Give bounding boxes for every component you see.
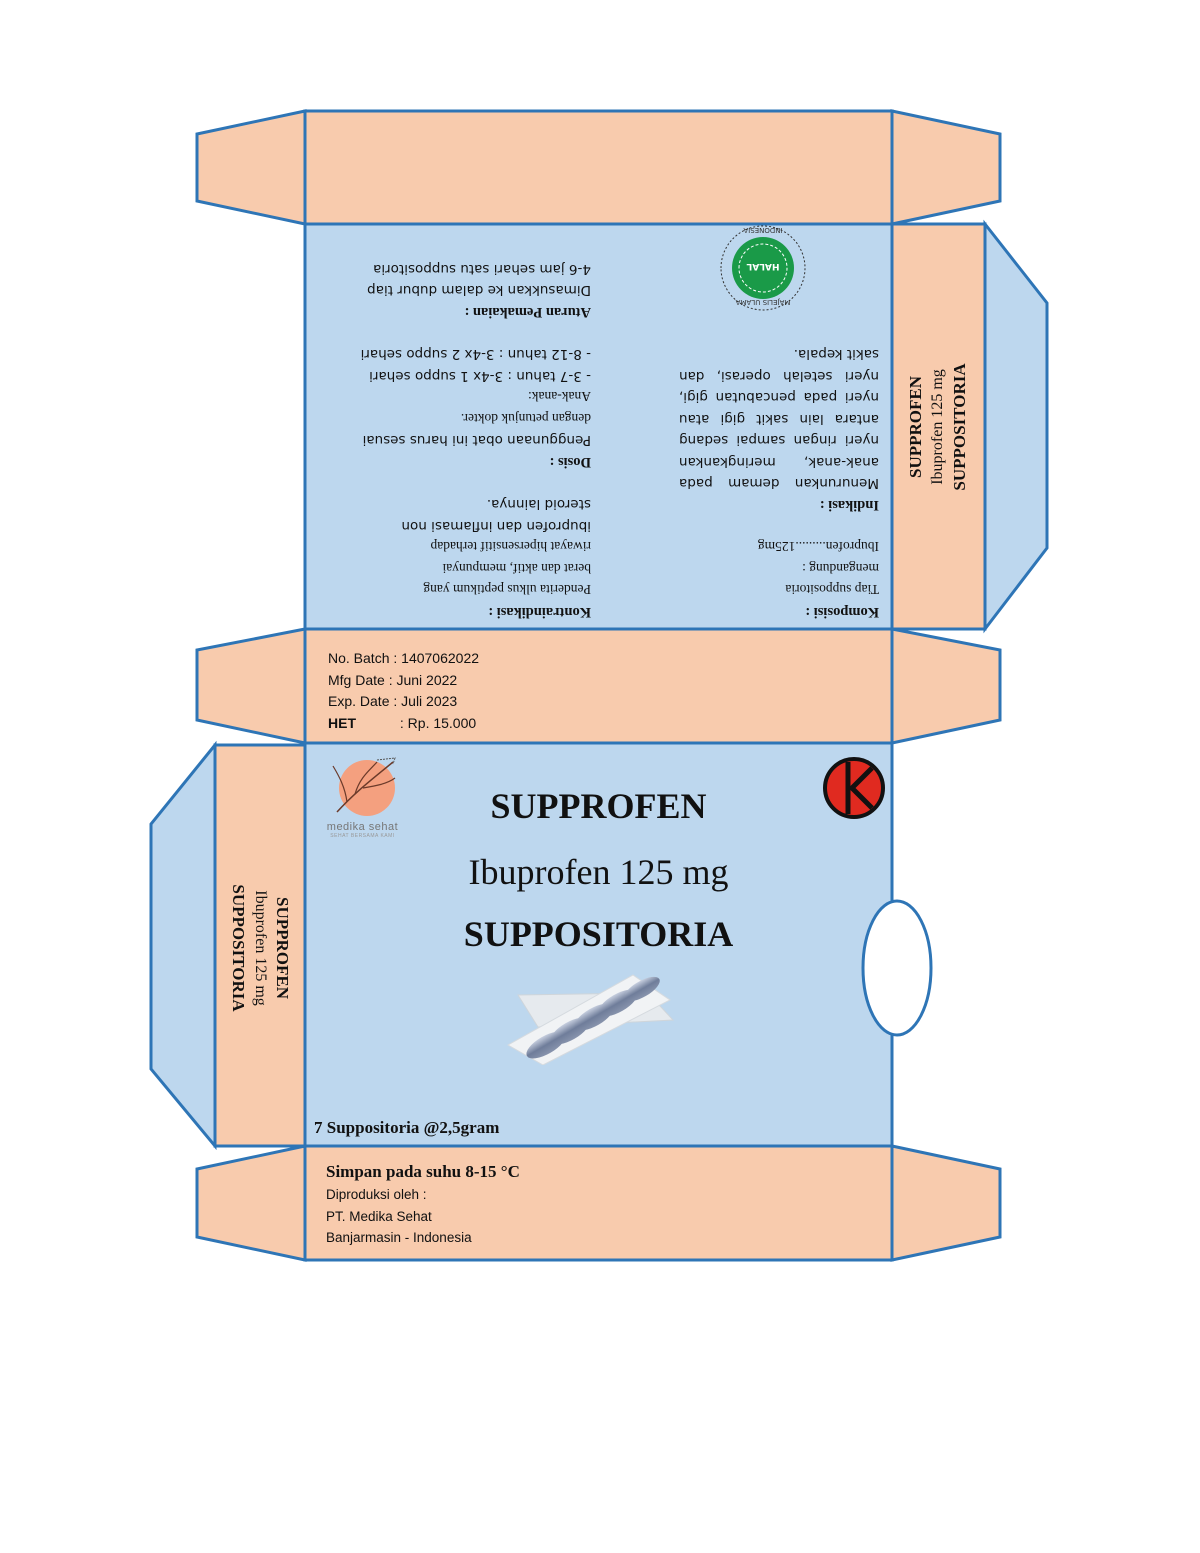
komposisi-line: Ibuprofen.........125mg <box>757 539 879 555</box>
pack-size: 7 Suppositoria @2,5gram <box>314 1118 500 1137</box>
thumb-notch <box>861 899 933 1037</box>
indikasi-heading: Indikasi : <box>819 497 879 513</box>
left-glue-tab <box>149 740 217 1151</box>
indikasi-line: Menurunkan demam pada <box>679 475 879 492</box>
svg-text:HALAL: HALAL <box>746 261 779 271</box>
blister-pack-icon <box>506 974 675 1066</box>
komposisi-line: mengandung : <box>802 561 879 576</box>
side-strength: Ibuprofen 125 mg <box>929 369 946 485</box>
left-side-panel-text: SUPPROFEN Ibuprofen 125 mg SUPPOSITORIA <box>227 884 293 1011</box>
dosis-line: - 8-12 tahun : 3-4x 2 suppo sehari <box>360 346 591 363</box>
bottom-flap-info: Simpan pada suhu 8-15 °C Diproduksi oleh… <box>326 1160 520 1249</box>
back-column-usage: Kontraindikasi : Penderita ulkus peptiku… <box>321 258 591 623</box>
side-form: SUPPOSITORIA <box>229 884 248 1012</box>
dosis-line: - 3-7 tahun : 3-4x 1 suppo sehari <box>369 368 591 384</box>
batch-info: No. Batch : 1407062022 Mfg Date : Juni 2… <box>328 648 479 734</box>
product-image <box>498 965 678 1066</box>
indikasi-line: nyeri pada pencabutan gigi, <box>679 389 879 406</box>
indikasi-line: nyeri setelah operasi, dan <box>679 368 879 384</box>
mfg-label: Mfg Date <box>328 671 385 688</box>
dosis-line: Anak-anak: <box>528 389 591 405</box>
company-logo-text: medika sehat <box>326 821 399 833</box>
side-form: SUPPOSITORIA <box>950 363 969 491</box>
komposisi-line: Tiap suppositoria <box>785 582 879 598</box>
kontraindikasi-line: steroid lainnya. <box>486 496 591 513</box>
top-lid-flap-left <box>195 109 307 226</box>
product-form: SUPPOSITORIA <box>463 914 734 954</box>
leaf-logo-icon <box>332 757 396 816</box>
left-side-panel-shape <box>213 743 307 1148</box>
batch-number-row: No. Batch : 1407062022 <box>328 648 479 670</box>
back-panel: Komposisi : Tiap suppositoria mengandung… <box>306 225 891 628</box>
bottom-flap-left <box>195 1144 307 1262</box>
aturan-line: Dimasukkan ke dalam dubur tiap <box>367 282 591 299</box>
indikasi-line: antara lain sakit gigi atau <box>679 411 879 427</box>
bottom-flap-right <box>890 1144 1002 1262</box>
svg-text:MAJELIS ULAMA: MAJELIS ULAMA <box>735 298 790 306</box>
batch-flap-left <box>195 627 307 745</box>
top-lid-panel <box>303 109 894 226</box>
side-brand: SUPPROFEN <box>906 376 925 478</box>
dosis-line: Penggunaan obat ini harus sesuai <box>362 432 591 449</box>
svg-text:INDONESIA: INDONESIA <box>743 226 782 234</box>
indikasi-line: anak-anak, meringkankan <box>679 454 879 470</box>
right-side-panel-text: SUPPROFEN Ibuprofen 125 mg SUPPOSITORIA <box>905 363 971 490</box>
batch-flap-panel <box>303 627 894 745</box>
company-logo-tagline: SEHAT BERSAMA KAMI <box>330 833 395 839</box>
right-glue-tab <box>983 219 1049 634</box>
aturan-heading: Aturan Pemakaian : <box>464 304 591 320</box>
storage-instruction: Simpan pada suhu 8-15 °C <box>326 1162 520 1181</box>
company-logo: medika sehat SEHAT BERSAMA KAMI <box>315 752 410 839</box>
batch-flap-right <box>890 627 1002 745</box>
komposisi-heading: Komposisi : <box>805 604 879 620</box>
top-lid-flap-right <box>890 109 1002 226</box>
hard-drug-k-icon <box>823 757 885 819</box>
company-location: Banjarmasin - Indonesia <box>326 1230 472 1245</box>
aturan-line: 4-6 jam sehari satu suppositoria <box>373 261 591 277</box>
exp-value: : Juli 2023 <box>393 693 458 709</box>
indikasi-line: sakit kepala. <box>793 346 879 363</box>
mfg-value: : Juni 2022 <box>388 671 458 688</box>
batch-value: : 1407062022 <box>393 650 480 666</box>
exp-label: Exp. Date <box>328 693 390 709</box>
het-label: HET <box>328 714 356 731</box>
halal-icon: HALAL MAJELIS ULAMA INDONESIA <box>720 225 806 311</box>
dosis-heading: Dosis : <box>549 454 592 470</box>
exp-date-row: Exp. Date : Juli 2023 <box>328 691 479 713</box>
dosis-line: dengan petunjuk dokter. <box>460 411 591 426</box>
side-brand: SUPPROFEN <box>273 897 292 999</box>
side-strength: Ibuprofen 125 mg <box>252 890 269 1006</box>
produced-by-label: Diproduksi oleh : <box>326 1187 427 1202</box>
product-strength: Ibuprofen 125 mg <box>468 852 729 892</box>
front-panel-shape <box>303 741 894 1148</box>
het-row: HET : Rp. 15.000 <box>328 713 479 735</box>
mfg-date-row: Mfg Date : Juni 2022 <box>328 670 479 692</box>
kontraindikasi-line: berat dan aktif, mempunyai <box>442 561 591 576</box>
kontraindikasi-line: Penderita ulkus peptikum yang <box>423 582 591 598</box>
halal-logo: HALAL MAJELIS ULAMA INDONESIA <box>717 222 809 314</box>
indikasi-line: nyeri ringan sampai sedang <box>679 432 879 449</box>
het-value: : Rp. 15.000 <box>399 714 477 731</box>
product-brand: SUPPROFEN <box>490 786 707 826</box>
kontraindikasi-line: ibuprofen dan inflamasi non <box>401 518 591 534</box>
company-name: PT. Medika Sehat <box>326 1208 432 1224</box>
kontraindikasi-line: riwayat hipersensitif terhadap <box>430 539 591 555</box>
batch-label: No. Batch <box>328 650 390 666</box>
k-logo <box>822 756 886 820</box>
bottom-flap-panel <box>303 1144 894 1262</box>
back-column-composition: Komposisi : Tiap suppositoria mengandung… <box>609 225 879 622</box>
kontraindikasi-heading: Kontraindikasi : <box>488 604 591 620</box>
